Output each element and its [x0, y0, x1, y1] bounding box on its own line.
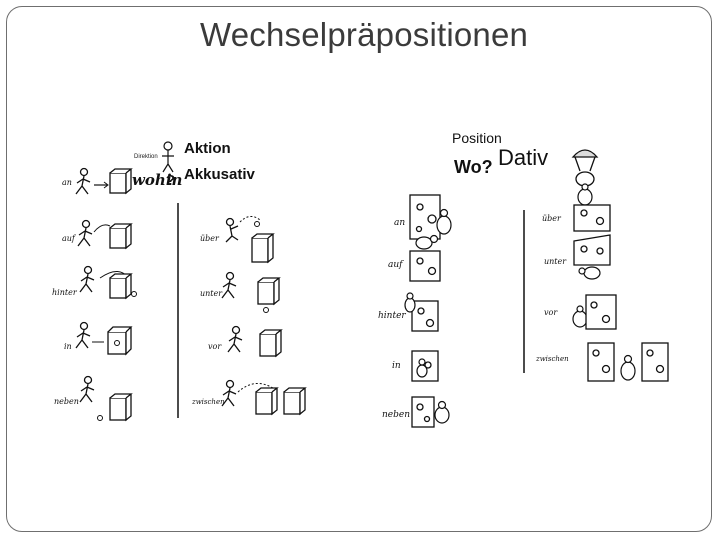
- row-unter: unter: [200, 273, 279, 313]
- cheese-block-icon: [410, 251, 440, 281]
- preposition-label: in: [64, 342, 72, 351]
- figure-icon: [78, 221, 92, 247]
- preposition-label: neben: [54, 397, 79, 406]
- figure-icon: [222, 273, 236, 299]
- figure-icon: [76, 323, 90, 349]
- preposition-label: zwischen: [535, 355, 569, 363]
- balloon-mouse-icon: [573, 150, 597, 186]
- box-icon: [110, 169, 131, 193]
- direktion-label: Direktion: [134, 154, 158, 160]
- dativ-illustration: Position Wo? Dativ an auf: [378, 125, 678, 440]
- box-icon: [110, 394, 131, 420]
- figure-icon: [226, 219, 238, 243]
- figure-icon: [222, 381, 236, 407]
- cheese-block-icon: [574, 235, 610, 265]
- row-hinter: hinter: [52, 267, 137, 299]
- mouse-icon: [621, 356, 635, 381]
- box-icon: [258, 278, 279, 304]
- preposition-label: über: [542, 214, 562, 223]
- box-icon: [256, 388, 277, 414]
- preposition-label: an: [62, 178, 72, 187]
- box-icon: [252, 234, 273, 262]
- cheese-block-icon: [412, 397, 434, 427]
- figure-icon: [80, 267, 94, 293]
- preposition-label: unter: [200, 289, 223, 298]
- aktion-heading: Aktion: [184, 140, 231, 157]
- cheese-block-icon: [642, 343, 668, 381]
- mouse-icon: [579, 267, 600, 279]
- preposition-label: auf: [62, 234, 77, 243]
- preposition-label: in: [392, 361, 401, 371]
- row-vor: vor: [208, 327, 281, 357]
- slide-title: Wechselpräpositionen: [200, 16, 528, 54]
- box-icon: [110, 224, 131, 248]
- mouse-icon: [405, 293, 415, 312]
- cheese-block-icon: [412, 301, 438, 331]
- preposition-label: neben: [382, 410, 410, 420]
- cheese-block-icon: [588, 343, 614, 381]
- mouse-icon: [578, 184, 592, 205]
- figure-icon: [80, 377, 94, 403]
- box-icon: [108, 327, 131, 354]
- akkusativ-heading: Akkusativ: [184, 166, 256, 183]
- preposition-label: vor: [208, 342, 222, 351]
- mouse-icon: [435, 402, 449, 424]
- mouse-icon: [417, 359, 427, 377]
- preposition-label: an: [394, 218, 405, 228]
- preposition-label: über: [200, 234, 220, 243]
- cheese-block-icon: [574, 205, 610, 231]
- figure-icon: [228, 327, 242, 353]
- box-icon: [110, 274, 131, 298]
- box-icon: [284, 388, 305, 414]
- cheese-block-icon: [410, 195, 440, 239]
- mouse-icon: [573, 306, 587, 327]
- cheese-block-icon: [586, 295, 616, 329]
- wo-label: Wo?: [454, 157, 493, 177]
- row-auf: auf: [62, 221, 131, 249]
- preposition-label: vor: [544, 308, 558, 317]
- row-zwischen: zwischen: [191, 381, 305, 415]
- preposition-label: auf: [388, 260, 404, 270]
- row-ueber: über: [200, 216, 273, 262]
- akkusativ-illustration: Direktion wohin ? Aktion Akkusativ an au…: [50, 128, 312, 425]
- preposition-label: unter: [544, 257, 567, 266]
- preposition-label: hinter: [52, 288, 78, 297]
- preposition-label: zwischen: [191, 398, 225, 406]
- box-icon: [260, 330, 281, 356]
- row-neben: neben: [54, 377, 131, 421]
- figure-icon: [76, 169, 90, 195]
- mouse-icon: [416, 236, 438, 250]
- row-in: in: [64, 323, 131, 355]
- question-mark: ?: [166, 172, 175, 189]
- row-an: an: [62, 169, 131, 195]
- preposition-label: hinter: [378, 311, 406, 321]
- figure-icon: [162, 142, 174, 172]
- position-label: Position: [452, 130, 502, 146]
- dativ-heading: Dativ: [498, 145, 548, 170]
